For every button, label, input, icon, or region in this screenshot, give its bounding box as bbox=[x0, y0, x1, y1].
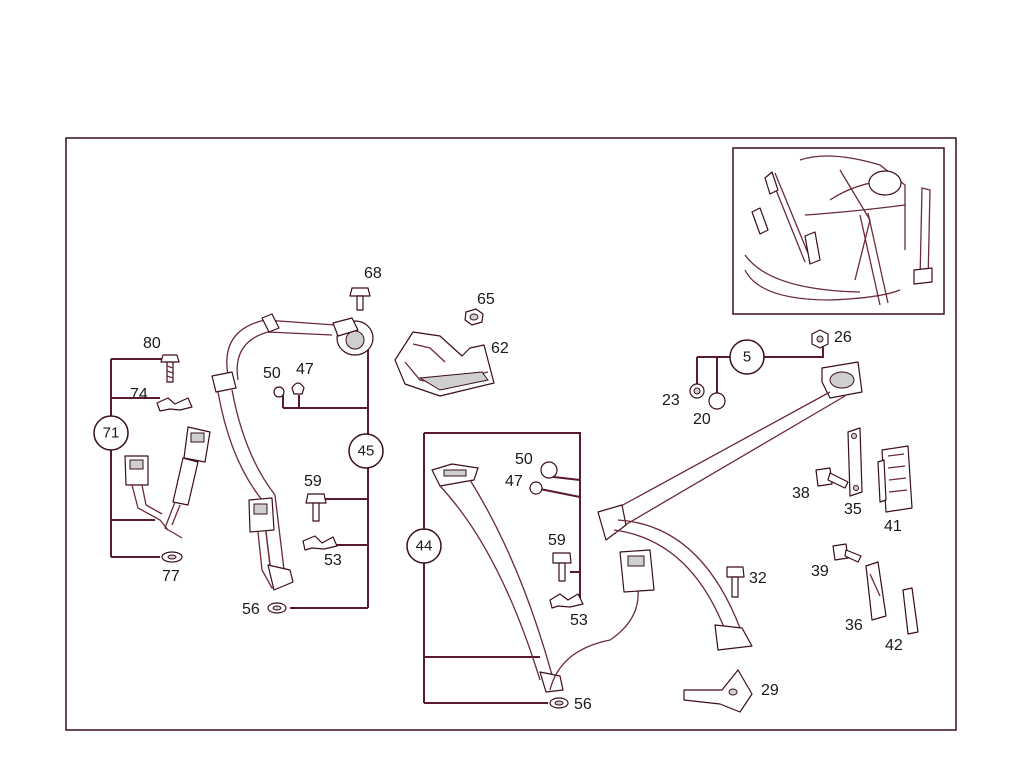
part-label-47a: 47 bbox=[296, 361, 314, 378]
diagram-frame bbox=[65, 137, 957, 731]
part-label-39: 39 bbox=[811, 563, 829, 580]
part-41-rail bbox=[877, 445, 913, 513]
part-label-38: 38 bbox=[792, 485, 810, 502]
part-label-50b: 50 bbox=[515, 451, 533, 468]
group-71-circle bbox=[93, 415, 129, 451]
part-50b-nut bbox=[540, 461, 558, 479]
part-label-56b: 56 bbox=[574, 696, 592, 713]
part-label-20: 20 bbox=[693, 411, 711, 428]
part-label-80: 80 bbox=[143, 335, 161, 352]
part-68-bolt bbox=[349, 287, 371, 311]
group-5-callouts: 5 bbox=[696, 339, 824, 395]
part-56b-washer bbox=[549, 697, 569, 709]
part-39-bolt bbox=[832, 543, 862, 563]
part-56a-washer bbox=[267, 602, 287, 614]
part-53a-bracket bbox=[302, 535, 338, 551]
part-label-68: 68 bbox=[364, 265, 382, 282]
part-32-bolt bbox=[726, 566, 745, 598]
part-47b-clip bbox=[529, 481, 543, 495]
part-label-35: 35 bbox=[844, 501, 862, 518]
part-20-cap bbox=[708, 392, 726, 410]
group-5-circle bbox=[729, 339, 765, 375]
part-80-bolt bbox=[160, 354, 180, 383]
part-label-62: 62 bbox=[491, 340, 509, 357]
part-77-washer bbox=[161, 551, 183, 563]
part-label-53b: 53 bbox=[570, 612, 588, 629]
part-label-41: 41 bbox=[884, 518, 902, 535]
part-label-29: 29 bbox=[761, 682, 779, 699]
part-38-bolt bbox=[815, 467, 849, 489]
part-label-53a: 53 bbox=[324, 552, 342, 569]
group-45-callouts: 45 bbox=[282, 340, 384, 609]
part-label-59a: 59 bbox=[304, 473, 322, 490]
part-47a-clip bbox=[291, 382, 305, 395]
group-45-circle bbox=[348, 433, 384, 469]
part-label-65: 65 bbox=[477, 291, 495, 308]
part-label-59b: 59 bbox=[548, 532, 566, 549]
part-45-belt-assembly bbox=[211, 313, 374, 591]
group-44-label: 44 bbox=[416, 538, 433, 555]
part-label-23: 23 bbox=[662, 392, 680, 409]
part-35-bar bbox=[847, 427, 863, 497]
part-36-bracket bbox=[865, 561, 887, 621]
part-23-nut bbox=[689, 383, 705, 399]
group-71-callouts: 71 bbox=[93, 358, 165, 558]
part-42-bracket bbox=[902, 587, 919, 635]
part-label-36: 36 bbox=[845, 617, 863, 634]
vehicle-overview-inset bbox=[732, 147, 945, 315]
group-71-label: 71 bbox=[103, 425, 120, 442]
part-59a-bolt bbox=[305, 493, 327, 522]
part-label-42: 42 bbox=[885, 637, 903, 654]
part-53b-bracket bbox=[549, 593, 584, 609]
part-50a-nut bbox=[273, 386, 285, 398]
part-74-bracket bbox=[156, 397, 193, 412]
part-label-32: 32 bbox=[749, 570, 767, 587]
part-label-26: 26 bbox=[834, 329, 852, 346]
group-44-callouts: 44 bbox=[406, 432, 581, 704]
part-59b-bolt bbox=[552, 552, 572, 582]
group-44-circle bbox=[406, 528, 442, 564]
part-label-50a: 50 bbox=[263, 365, 281, 382]
group-45-label: 45 bbox=[358, 443, 375, 460]
part-number-labels: 80 74 77 68 50 47 59 53 56 65 62 50 47 5… bbox=[130, 265, 903, 713]
group-5-label: 5 bbox=[743, 349, 751, 366]
part-29-bracket bbox=[683, 669, 753, 713]
part-label-74: 74 bbox=[130, 386, 148, 403]
part-label-56a: 56 bbox=[242, 601, 260, 618]
part-label-47b: 47 bbox=[505, 473, 523, 490]
part-62-cover bbox=[394, 331, 495, 397]
part-5-belt-assembly bbox=[597, 361, 863, 651]
part-65-nut bbox=[464, 308, 484, 326]
part-71-buckles bbox=[124, 426, 211, 539]
part-26-nut bbox=[811, 329, 829, 349]
part-label-77: 77 bbox=[162, 568, 180, 585]
part-44-belt-assembly bbox=[431, 463, 655, 693]
